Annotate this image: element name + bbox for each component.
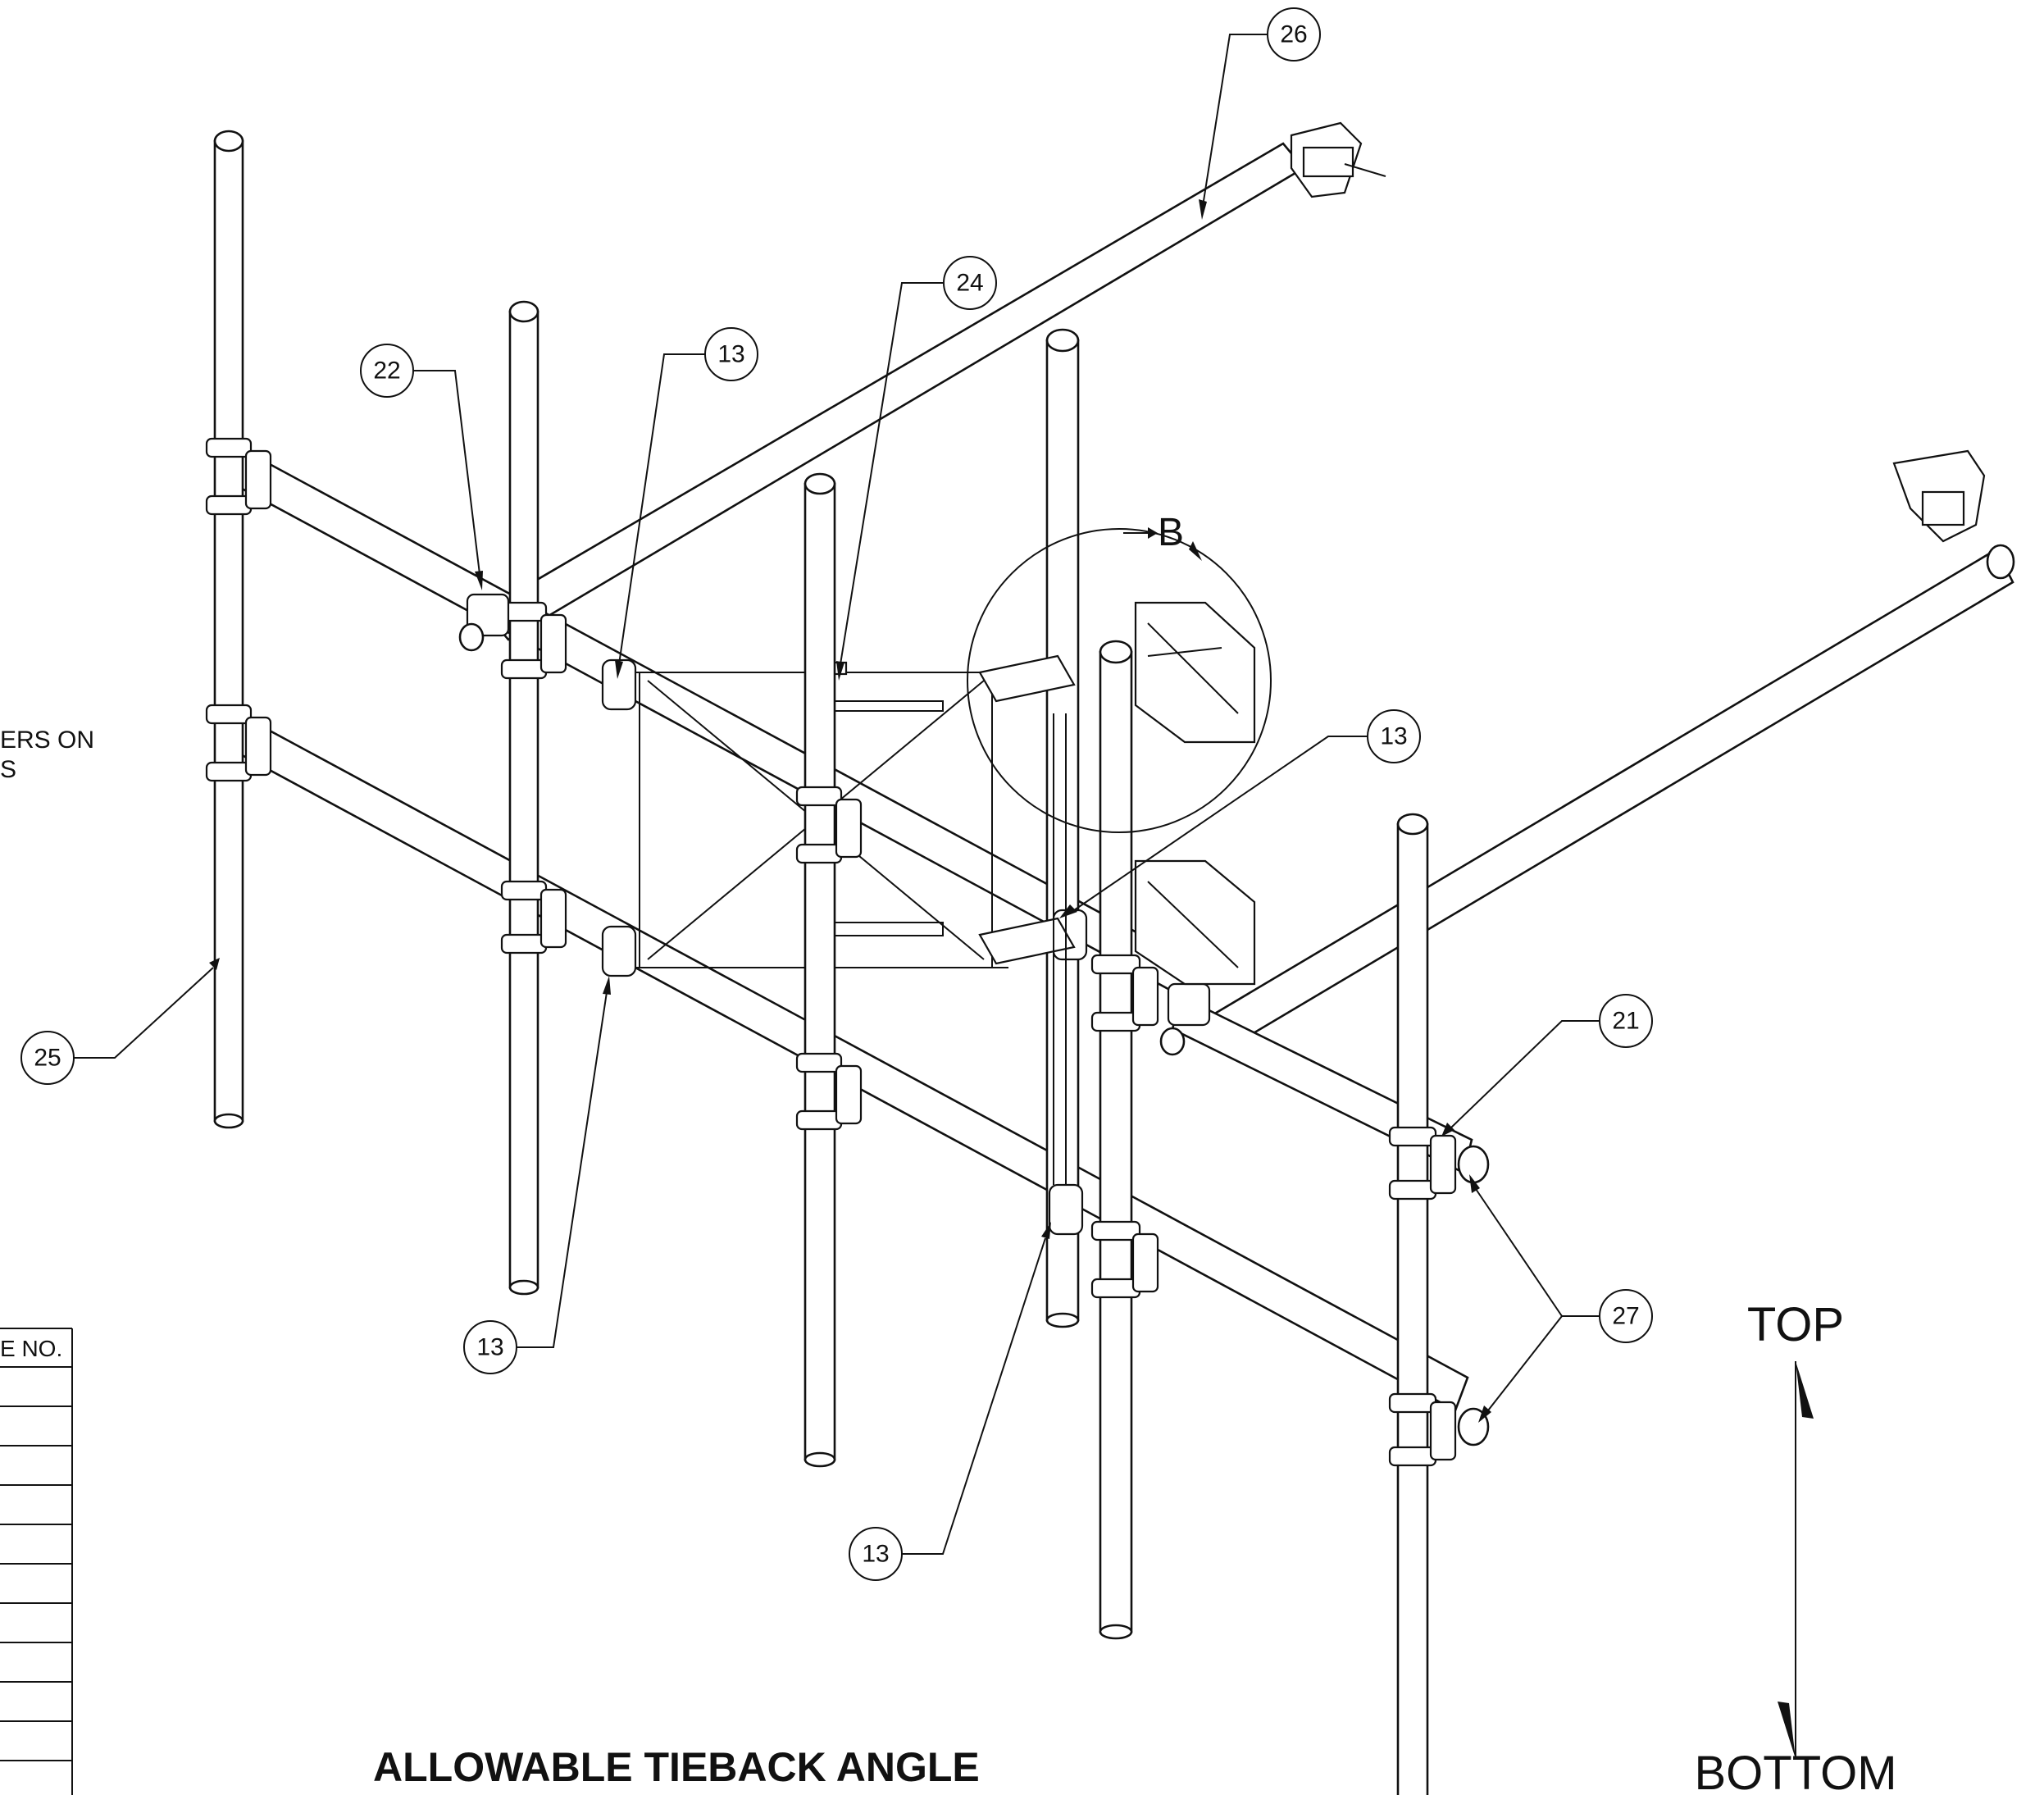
leader-lines: [74, 34, 1599, 1555]
table-header-fragment: E NO.: [0, 1336, 62, 1361]
balloon-13-lower-center: 13: [849, 1527, 903, 1581]
svg-text:21: 21: [1612, 1008, 1639, 1035]
svg-text:26: 26: [1280, 21, 1307, 48]
balloon-13-upper: 13: [704, 327, 758, 381]
vertical-pipe-5: [1099, 650, 1133, 1633]
balloon-26: 26: [1267, 7, 1321, 62]
vertical-pipe-3: [1045, 339, 1080, 1322]
balloon-24: 24: [943, 256, 997, 310]
svg-text:13: 13: [1380, 723, 1407, 750]
balloon-25: 25: [20, 1031, 75, 1085]
detail-b-callout: B: [967, 511, 1272, 833]
up-arrow: [1796, 1361, 1814, 1419]
partial-table: E NO.: [0, 1328, 73, 1795]
balloon-13-right: 13: [1367, 709, 1421, 763]
top-label: TOP: [1747, 1298, 1844, 1351]
balloon-13-lower-left: 13: [463, 1320, 517, 1374]
orientation-indicator: TOP BOTTOM: [1694, 1298, 1896, 1795]
vertical-pipes: [213, 130, 1429, 1795]
svg-text:13: 13: [717, 341, 744, 368]
partial-note-line2: S: [0, 756, 16, 783]
balloon-22: 22: [360, 344, 414, 398]
svg-text:25: 25: [34, 1045, 61, 1072]
pipe-clamps: [205, 437, 1490, 1467]
side-brackets: [978, 601, 1256, 1185]
vertical-pipe-4: [803, 482, 836, 1461]
vertical-pipe-1: [213, 139, 244, 1123]
svg-text:24: 24: [956, 270, 983, 297]
svg-text:22: 22: [373, 358, 400, 385]
bottom-label: BOTTOM: [1694, 1747, 1896, 1795]
tieback-brackets: [1290, 121, 2015, 580]
svg-text:13: 13: [862, 1541, 889, 1568]
tieback-pipe-right: [1208, 548, 2014, 1051]
vertical-pipe-2: [508, 310, 539, 1289]
partial-note-line1: ERS ON: [0, 727, 94, 754]
down-arrow: [1778, 1702, 1796, 1759]
vertical-pipe-6: [1396, 822, 1429, 1795]
detail-b-label: B: [1158, 511, 1184, 554]
balloon-27: 27: [1599, 1289, 1653, 1343]
svg-text:13: 13: [476, 1334, 503, 1361]
drawing-caption: ALLOWABLE TIEBACK ANGLE: [373, 1744, 980, 1790]
tieback-pipe-upper: [481, 142, 1305, 641]
svg-text:27: 27: [1612, 1303, 1639, 1330]
balloon-21: 21: [1599, 994, 1653, 1048]
